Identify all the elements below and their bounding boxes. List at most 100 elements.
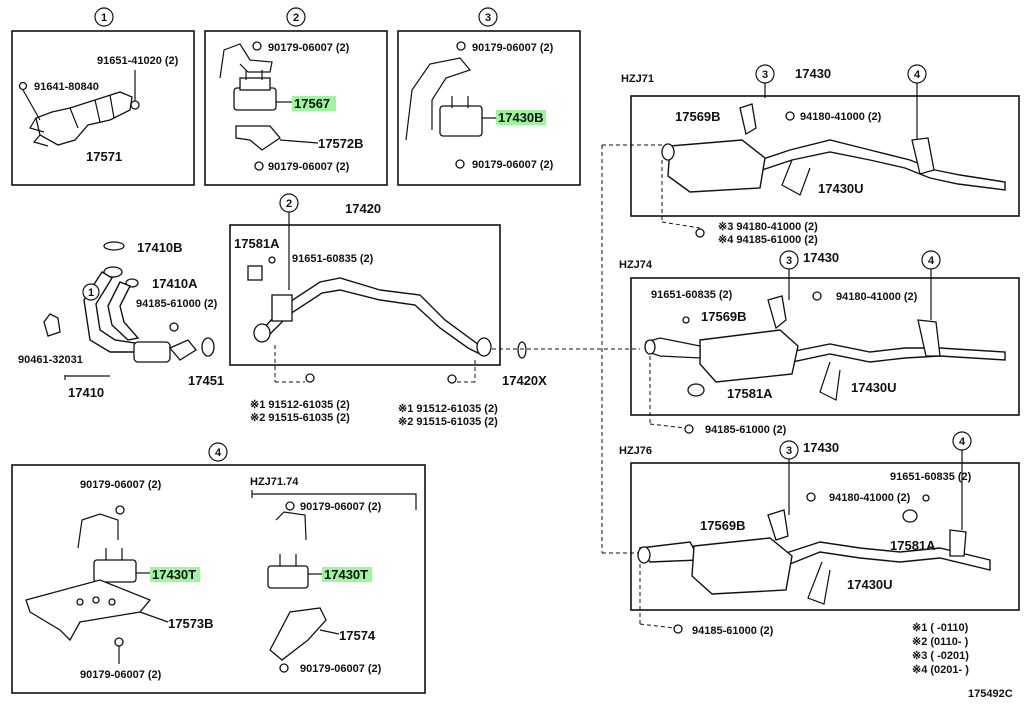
mount-17430t-right[interactable] xyxy=(267,565,309,589)
part-17410[interactable]: 17410 xyxy=(68,385,104,400)
panel-1: 1 91651-41020 (2) 91641-80840 17571 xyxy=(11,7,195,186)
panel-1-frame xyxy=(11,30,195,186)
part-94185-hzj76[interactable]: 94185-61000 (2) xyxy=(692,625,774,637)
part-91641-80840[interactable]: 91641-80840 xyxy=(34,81,99,93)
part-17571[interactable]: 17571 xyxy=(86,149,122,164)
mount-17430b-part[interactable] xyxy=(439,105,483,137)
part-91651-41020[interactable]: 91651-41020 (2) xyxy=(97,55,179,67)
flex-joint-part xyxy=(133,341,171,363)
part-17430u-hzj76[interactable]: 17430U xyxy=(847,577,893,592)
callout-3-hzj76: 3 xyxy=(786,445,792,457)
ring-17430u-hzj74 xyxy=(819,361,841,401)
note-1-left: ※1 91512-61035 (2) xyxy=(250,399,350,411)
callout-3-hzj74: 3 xyxy=(786,255,792,267)
part-17430b[interactable]: 17430B xyxy=(498,110,544,125)
legend-1: ※1 ( -0110) xyxy=(912,622,969,634)
model-hzj74: HZJ74 xyxy=(619,259,653,271)
part-17567[interactable]: 17567 xyxy=(294,96,330,111)
note-3-hzj71: ※3 94180-41000 (2) xyxy=(718,221,818,233)
part-17569b-hzj76[interactable]: 17569B xyxy=(700,518,746,533)
center-pipe-17420[interactable] xyxy=(261,277,487,355)
part-90179-a1[interactable]: 90179-06007 (2) xyxy=(80,479,162,491)
bracket-17572b-part[interactable] xyxy=(235,125,281,151)
callout-4-hzj74: 4 xyxy=(928,255,935,267)
tailpipe-hzj74 xyxy=(789,343,1006,363)
part-94185-hzj74[interactable]: 94185-61000 (2) xyxy=(705,424,787,436)
part-91651-hzj74[interactable]: 91651-60835 (2) xyxy=(651,289,733,301)
bracket-hzj71 xyxy=(911,137,935,175)
bracket-hzj76 xyxy=(949,529,967,557)
hzj76-frame xyxy=(630,462,1020,611)
part-17581a-hzj76[interactable]: 17581A xyxy=(890,538,936,553)
stay-17581a-hzj76 xyxy=(902,509,918,523)
mount-17430t-left[interactable] xyxy=(93,559,137,583)
muffler-hzj71[interactable] xyxy=(667,139,766,193)
callout-2-label: 2 xyxy=(293,12,299,24)
panel-2-frame xyxy=(204,30,388,186)
panel-hzj71: HZJ71 17430 3 4 17569B 94180-41000 (2) 1… xyxy=(621,64,1020,246)
panel-3-frame xyxy=(397,30,581,186)
part-90461-32031[interactable]: 90461-32031 xyxy=(18,354,83,366)
title-17430-hzj71[interactable]: 17430 xyxy=(795,66,831,81)
panel-4: 4 90179-06007 (2) 17430T 17573B 90179-06… xyxy=(11,442,426,694)
highlight-17430t-left xyxy=(150,567,200,582)
part-94180-hzj74[interactable]: 94180-41000 (2) xyxy=(836,291,918,303)
mount-17567-part[interactable] xyxy=(233,87,277,111)
callout-3-hzj71: 3 xyxy=(762,69,768,81)
part-17430t-right[interactable]: 17430T xyxy=(324,567,368,582)
part-17430u-hzj71[interactable]: 17430U xyxy=(818,181,864,196)
part-94185-61000-center[interactable]: 94185-61000 (2) xyxy=(136,298,218,310)
note-2-left: ※2 91515-61035 (2) xyxy=(250,412,350,424)
part-17581a-center[interactable]: 17581A xyxy=(234,236,280,251)
hanger-17569b-hzj76 xyxy=(767,509,789,541)
part-17420[interactable]: 17420 xyxy=(345,201,381,216)
callout-1-label: 1 xyxy=(101,12,107,24)
part-17451[interactable]: 17451 xyxy=(188,373,224,388)
heat-insulator-part[interactable] xyxy=(35,91,133,146)
muffler-hzj74[interactable] xyxy=(699,329,799,383)
plug-90461-icon xyxy=(43,313,61,337)
part-90179-06007-bottom[interactable]: 90179-06007 (2) xyxy=(268,161,350,173)
callout-1-center: 1 xyxy=(88,287,94,299)
part-94180-hzj71[interactable]: 94180-41000 (2) xyxy=(800,111,882,123)
stay-17581a-hzj74 xyxy=(687,383,705,397)
part-17573b[interactable]: 17573B xyxy=(168,616,214,631)
part-91651-60835-center[interactable]: 91651-60835 (2) xyxy=(292,253,374,265)
title-17430-hzj74[interactable]: 17430 xyxy=(803,250,839,265)
part-91651-hzj76[interactable]: 91651-60835 (2) xyxy=(890,471,972,483)
stay-17581a-icon xyxy=(247,265,263,281)
part-17410b[interactable]: 17410B xyxy=(137,240,183,255)
muffler-hzj76[interactable] xyxy=(691,537,793,595)
part-90179-b4[interactable]: 90179-06007 (2) xyxy=(300,663,382,675)
part-17410a[interactable]: 17410A xyxy=(152,276,198,291)
part-90179-a4[interactable]: 90179-06007 (2) xyxy=(80,669,162,681)
part-94180-hzj76[interactable]: 94180-41000 (2) xyxy=(829,492,911,504)
tailpipe-hzj76 xyxy=(779,541,991,571)
part-17430t-left[interactable]: 17430T xyxy=(152,567,196,582)
part-90179-06007-top[interactable]: 90179-06007 (2) xyxy=(268,42,350,54)
note-4-hzj71: ※4 94185-61000 (2) xyxy=(718,234,818,246)
note-1-right: ※1 91512-61035 (2) xyxy=(398,403,498,415)
part-17572b[interactable]: 17572B xyxy=(318,136,364,151)
clip-91641-icon xyxy=(18,81,28,91)
callout-4-bottom: 4 xyxy=(215,447,222,459)
highlight-17430b xyxy=(496,110,546,125)
plate-17574[interactable] xyxy=(269,607,327,661)
part-90179-06007-top-3[interactable]: 90179-06007 (2) xyxy=(472,42,554,54)
callout-4-hzj71: 4 xyxy=(914,69,921,81)
nut-91651-icon xyxy=(130,100,140,110)
hanger-bracket-center xyxy=(271,294,293,322)
gasket-17420x-icon xyxy=(517,341,527,359)
part-90179-b1[interactable]: 90179-06007 (2) xyxy=(300,501,382,513)
note-2-right: ※2 91515-61035 (2) xyxy=(398,416,498,428)
part-90179-06007-bottom-3[interactable]: 90179-06007 (2) xyxy=(472,159,554,171)
title-17430-hzj76[interactable]: 17430 xyxy=(803,440,839,455)
plate-17573b[interactable] xyxy=(25,579,152,642)
part-17569b-hzj74[interactable]: 17569B xyxy=(701,309,747,324)
part-17430u-hzj74[interactable]: 17430U xyxy=(851,380,897,395)
part-17569b-hzj71[interactable]: 17569B xyxy=(675,109,721,124)
part-17581a-hzj74[interactable]: 17581A xyxy=(727,386,773,401)
part-17574[interactable]: 17574 xyxy=(339,628,376,643)
part-17420x[interactable]: 17420X xyxy=(502,373,547,388)
